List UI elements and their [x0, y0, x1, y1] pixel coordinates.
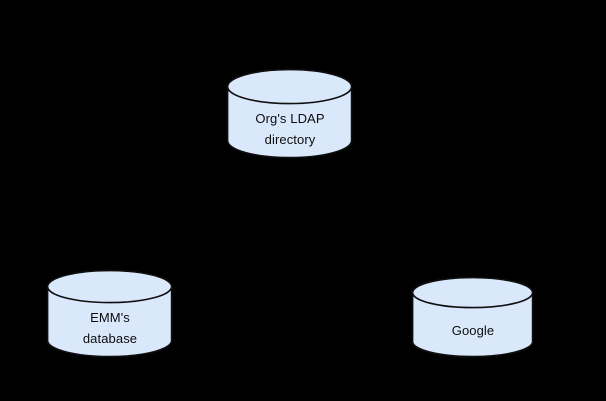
database-cylinder-icon [412, 277, 534, 358]
database-cylinder-icon [47, 270, 173, 358]
database-node-emm[interactable]: EMM's database [47, 270, 173, 358]
cylinder-top-rim [47, 270, 173, 304]
cylinder-top-rim [227, 69, 353, 105]
database-node-ldap[interactable]: Org's LDAP directory [227, 69, 353, 159]
database-cylinder-icon [227, 69, 353, 159]
database-node-google[interactable]: Google [412, 277, 534, 358]
cylinder-top-rim [412, 277, 534, 309]
